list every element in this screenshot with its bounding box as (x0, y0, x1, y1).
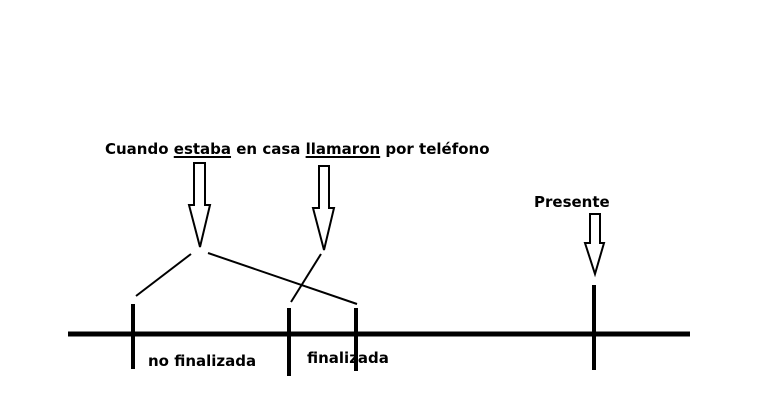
connector-llamaron (290, 253, 322, 303)
sentence-part3: por teléfono (380, 140, 490, 158)
sentence-part2: en casa (231, 140, 306, 158)
label-present: Presente (534, 193, 610, 211)
down-arrow-present (583, 213, 606, 278)
sentence-part1: Cuando (105, 140, 174, 158)
down-arrow-llamaron (311, 165, 336, 251)
connector-estaba-right (207, 252, 358, 305)
down-arrow-estaba (187, 162, 212, 248)
label-finished: finalizada (307, 349, 389, 367)
verb-estaba: estaba (173, 140, 232, 158)
label-unfinished: no finalizada (148, 352, 257, 370)
example-sentence: Cuando estaba en casa llamaron por teléf… (105, 140, 490, 158)
connector-estaba-left (135, 253, 192, 297)
verb-llamaron: llamaron (305, 140, 381, 158)
